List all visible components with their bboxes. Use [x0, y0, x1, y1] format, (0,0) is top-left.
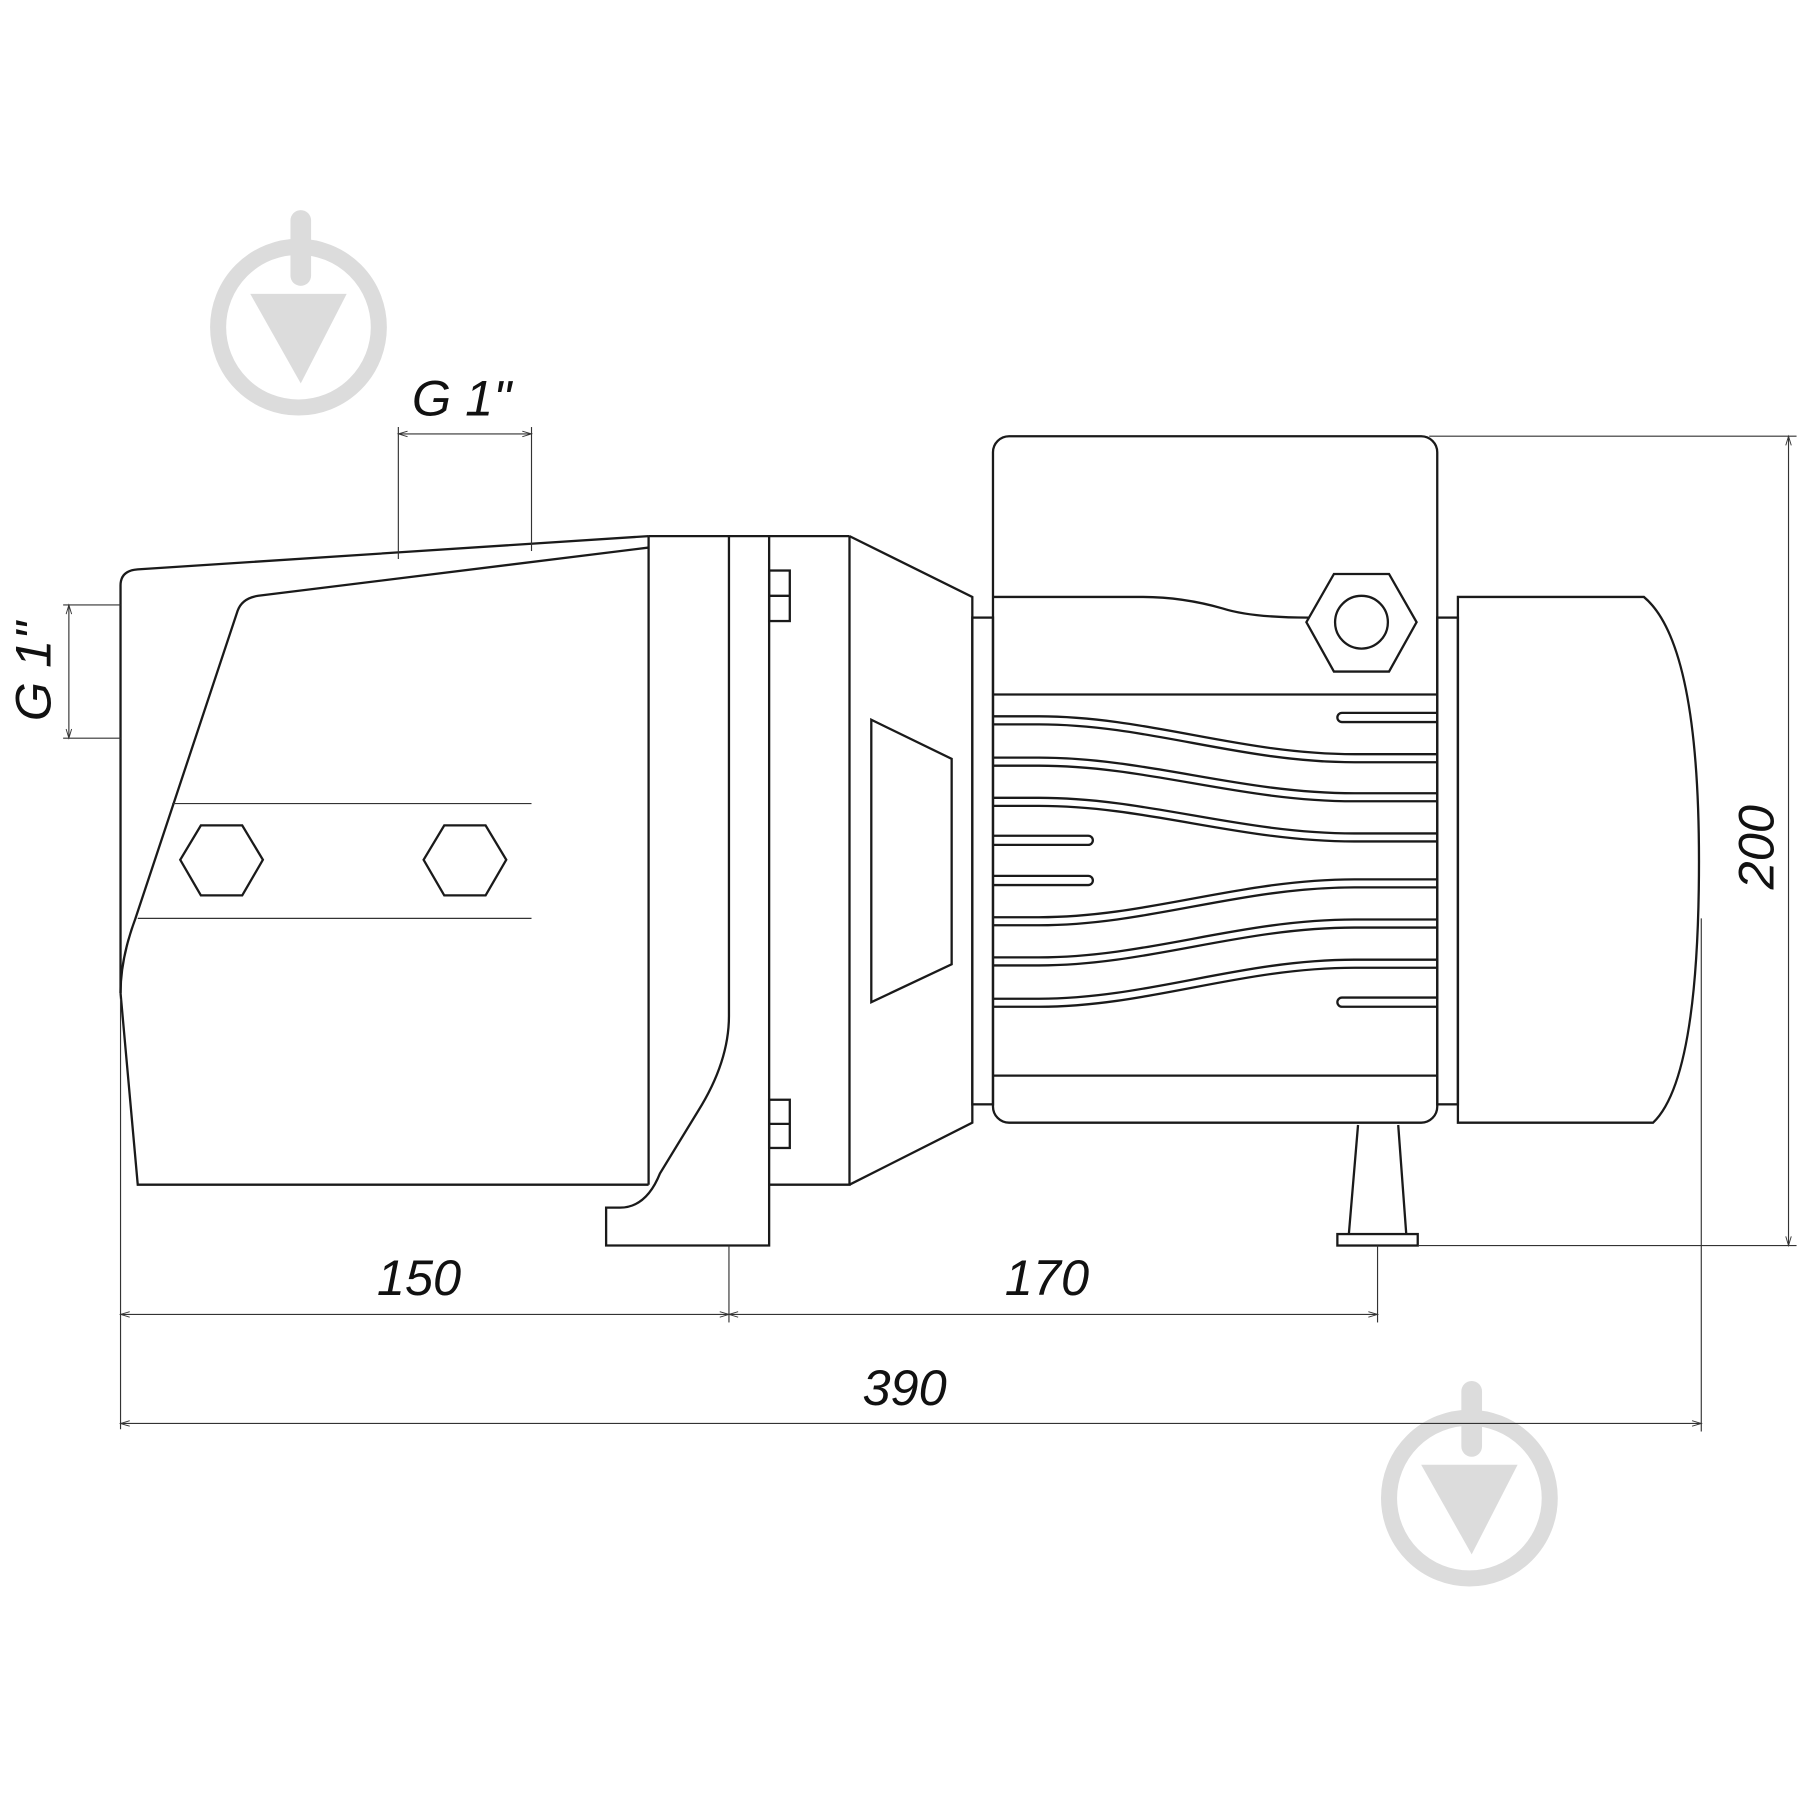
fin-line: [992, 878, 1438, 919]
dim-170-label: 170: [1005, 1249, 1089, 1306]
dim-200-label: 200: [1728, 805, 1785, 890]
fin-line: [1336, 711, 1438, 724]
fin-line: [992, 886, 1438, 927]
fin-line: [992, 804, 1438, 843]
motor-body: [991, 435, 1460, 1124]
hex-plug-right: [422, 824, 508, 897]
fin-line: [992, 958, 1438, 1000]
hex-plug-left: [178, 824, 265, 897]
mounting-bracket: [604, 534, 851, 1247]
fin-line: [1336, 996, 1438, 1008]
fin-line: [992, 764, 1438, 803]
fan-cover: [1456, 595, 1701, 1124]
fin-line: [992, 918, 1438, 959]
fin-line: [992, 874, 1094, 887]
pump-housing: [119, 534, 649, 1186]
outlet-thread-label: G 1": [412, 370, 513, 427]
dim-390-label: 390: [862, 1359, 946, 1416]
fin-line: [992, 723, 1438, 764]
fin-line: [992, 756, 1438, 795]
inlet-thread-label: G 1": [5, 620, 62, 721]
fin-line: [992, 834, 1094, 847]
fin-line: [992, 796, 1438, 835]
watermark-logo-top: [210, 210, 387, 416]
motor-foot: [1336, 1124, 1419, 1247]
watermark-logo-bottom: [1380, 1380, 1558, 1587]
fin-line: [992, 966, 1438, 1008]
dimension-lengths: 150 170 390: [118, 918, 1703, 1432]
fin-line: [992, 715, 1438, 756]
dim-150-label: 150: [377, 1249, 461, 1306]
dimension-height: 200: [1417, 434, 1797, 1248]
motor-flange: [848, 535, 995, 1186]
dimension-outlet: G 1": [396, 370, 534, 560]
dimension-inlet: G 1": [5, 603, 121, 740]
fin-line: [992, 926, 1438, 967]
cooling-fins: [992, 711, 1438, 1008]
terminal-box-nut: [1305, 572, 1418, 673]
